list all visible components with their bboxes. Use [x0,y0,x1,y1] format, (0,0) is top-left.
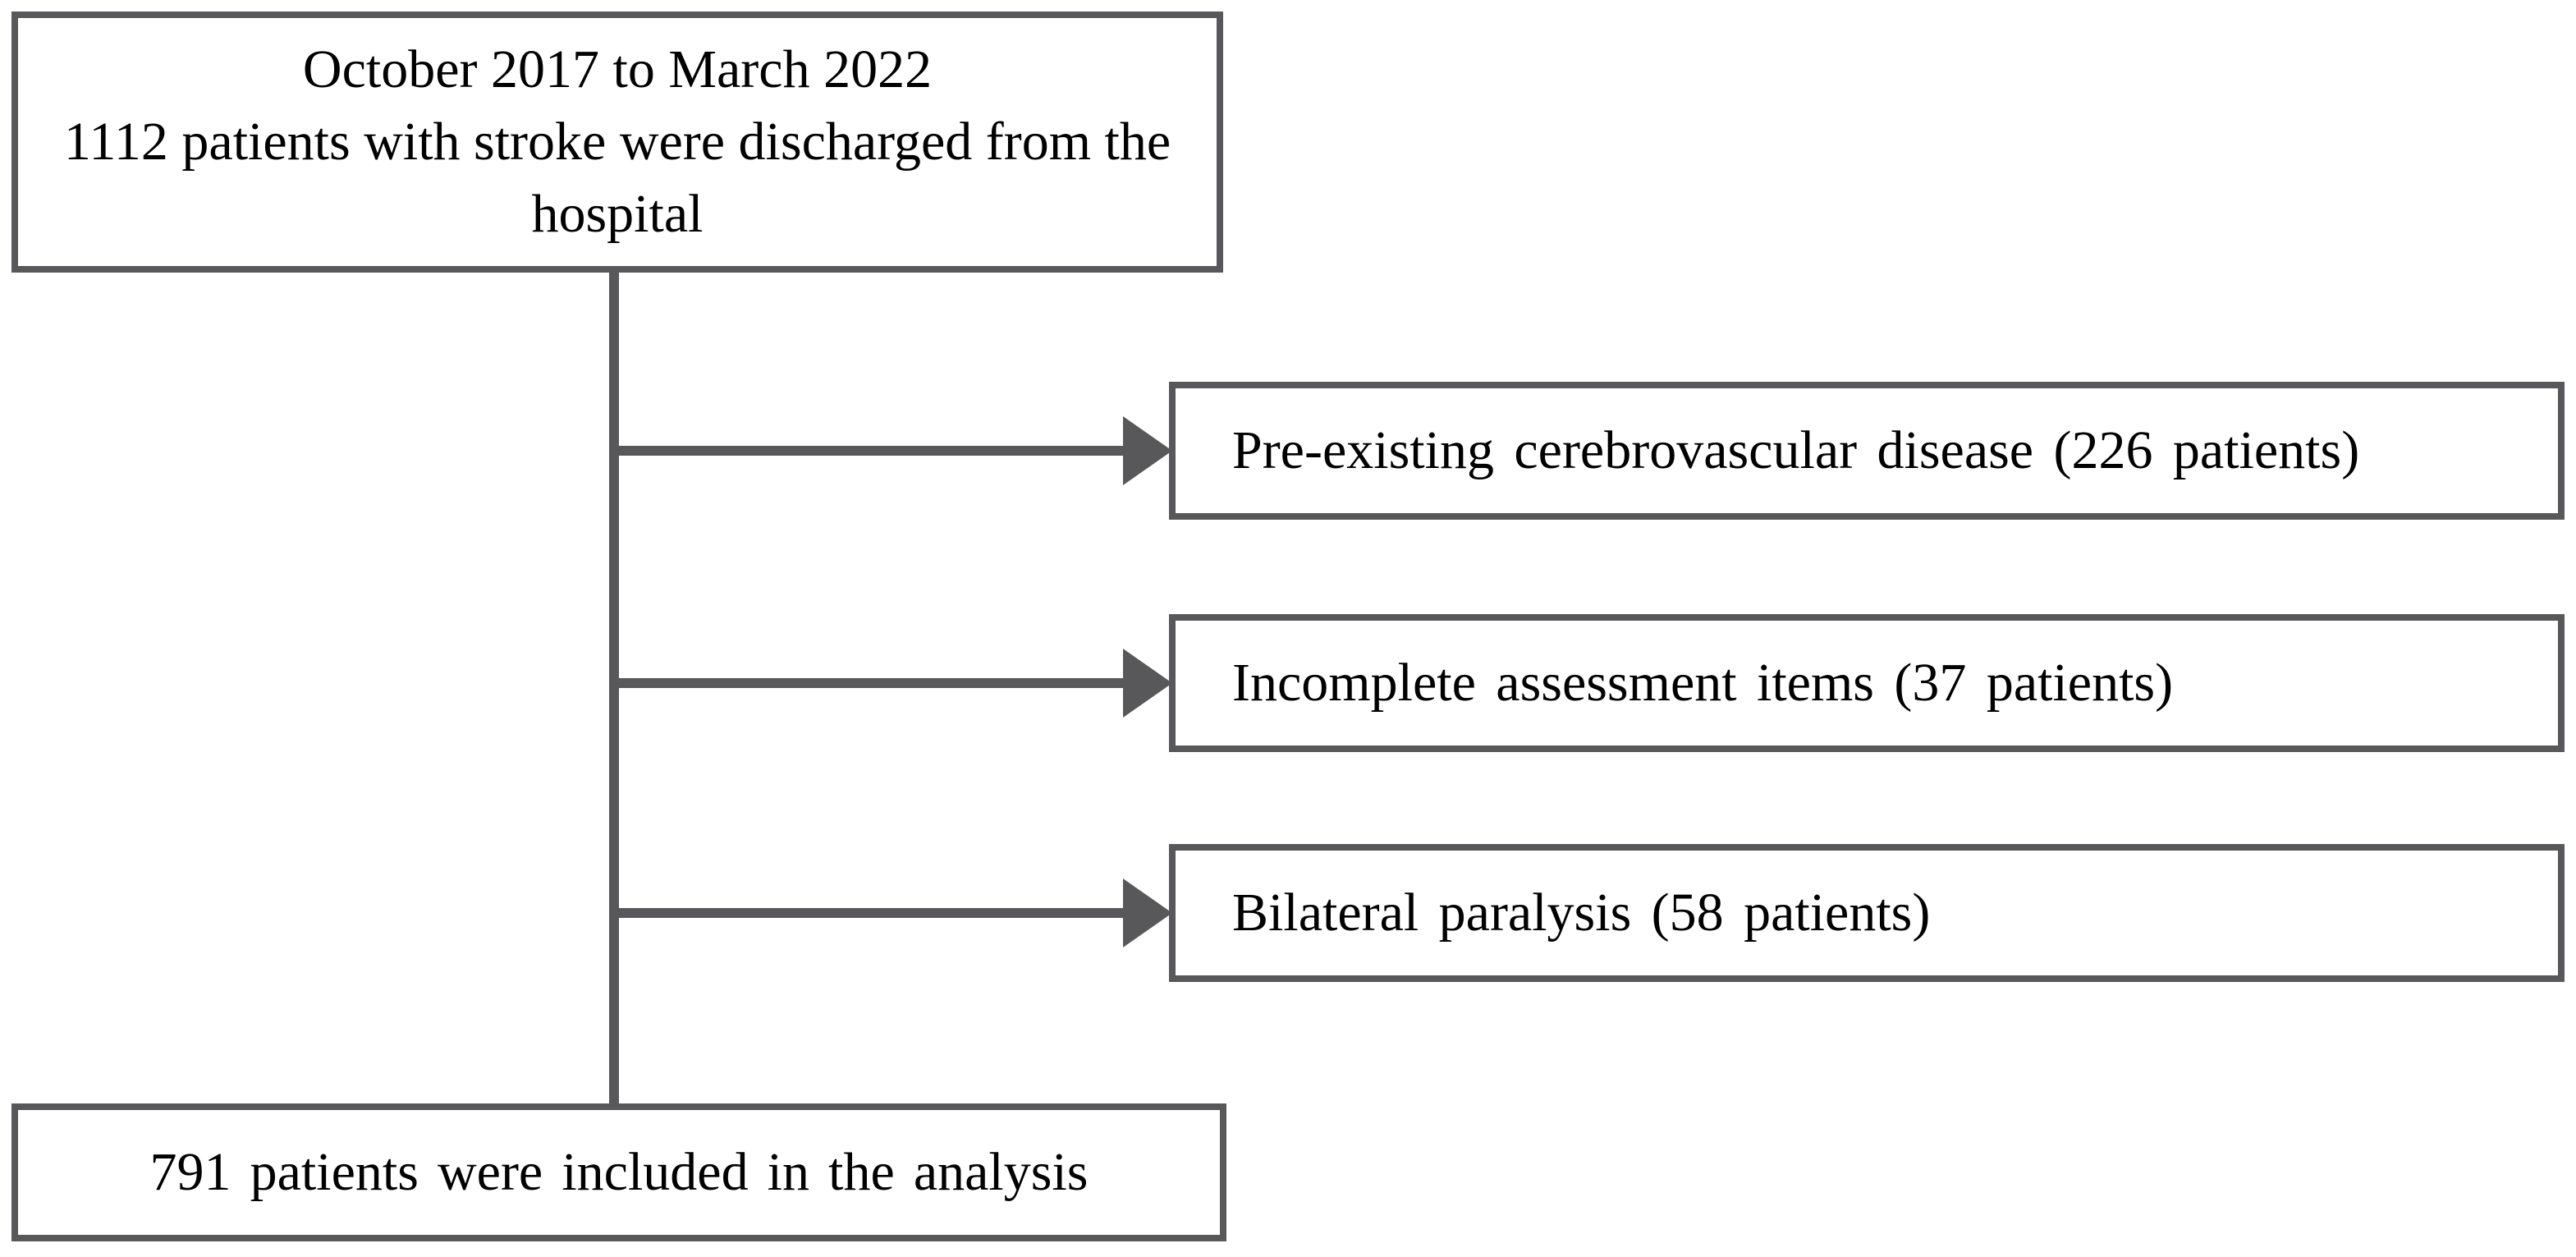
result-box: 791 patients were included in the analys… [11,1103,1226,1241]
arrow-shaft [614,446,1127,456]
source-box-description: 1112 patients with stroke were discharge… [63,112,1171,244]
arrow-to-exclusion-2 [614,649,1172,718]
exclusion-box-bilateral-paralysis: Bilateral paralysis (58 patients) [1169,844,2565,982]
arrow-right-head-icon [1123,649,1172,718]
arrow-to-exclusion-3 [614,879,1172,947]
exclusion-box-label: Bilateral paralysis (58 patients) [1232,883,1931,943]
exclusion-box-label: Incomplete assessment items (37 patients… [1232,653,2174,713]
exclusion-box-incomplete-assessment: Incomplete assessment items (37 patients… [1169,614,2565,752]
arrow-right-head-icon [1123,416,1172,485]
arrow-right-head-icon [1123,879,1172,947]
arrow-shaft [614,908,1127,918]
arrow-to-exclusion-1 [614,416,1172,485]
arrow-shaft [614,678,1127,688]
source-box-text: October 2017 to March 2022 1112 patients… [18,34,1217,250]
exclusion-box-label: Pre-existing cerebrovascular disease (22… [1232,420,2360,480]
result-box-label: 791 patients were included in the analys… [149,1142,1089,1202]
exclusion-box-cerebrovascular: Pre-existing cerebrovascular disease (22… [1169,382,2565,520]
source-box: October 2017 to March 2022 1112 patients… [11,11,1223,273]
source-box-period: October 2017 to March 2022 [302,39,933,99]
